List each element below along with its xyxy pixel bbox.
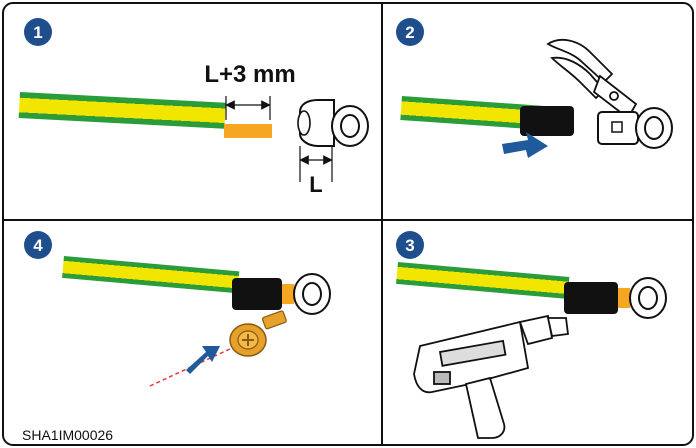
ring-terminal-icon xyxy=(297,99,369,147)
heat-shrink-tube-right xyxy=(564,282,618,314)
step-3-number: 3 xyxy=(405,236,414,255)
crimp-cable xyxy=(400,96,574,136)
insertion-guide xyxy=(149,346,233,387)
figure-id: SHA1IM00026 xyxy=(22,427,113,443)
panel-step-2: 2 xyxy=(396,18,673,158)
step-1-badge: 1 xyxy=(24,18,52,46)
push-arrow-icon xyxy=(186,346,220,374)
finished-cable-right xyxy=(396,262,667,319)
finished-cable-left xyxy=(62,256,331,315)
step-4-badge: 4 xyxy=(24,231,52,259)
panel-step-1: 1 L+3 mm L xyxy=(18,18,369,197)
crimping-tool-icon xyxy=(546,38,638,120)
step-2-badge: 2 xyxy=(396,18,424,46)
panel-step-3: 3 xyxy=(396,231,667,439)
push-arrow-icon xyxy=(502,132,548,158)
terminal-length-label: L xyxy=(309,172,322,197)
step-4-number: 4 xyxy=(33,236,43,255)
strip-length-label: L+3 mm xyxy=(204,61,295,88)
heat-shrink-tube xyxy=(520,106,574,136)
stripped-cable xyxy=(18,92,272,138)
heat-gun-icon xyxy=(413,314,570,439)
step-2-number: 2 xyxy=(405,23,414,42)
screw-icon xyxy=(229,310,287,357)
step-1-number: 1 xyxy=(33,23,42,42)
bare-conductor xyxy=(224,124,272,138)
panel-step-4: 4 SHA1IM00026 xyxy=(22,231,331,443)
terminal-length-dimension: L xyxy=(299,146,333,197)
step-3-badge: 3 xyxy=(396,231,424,259)
crimped-ring-terminal xyxy=(597,107,673,149)
heat-shrink-tube-left xyxy=(232,278,282,310)
strip-length-dimension: L+3 mm xyxy=(204,61,296,120)
